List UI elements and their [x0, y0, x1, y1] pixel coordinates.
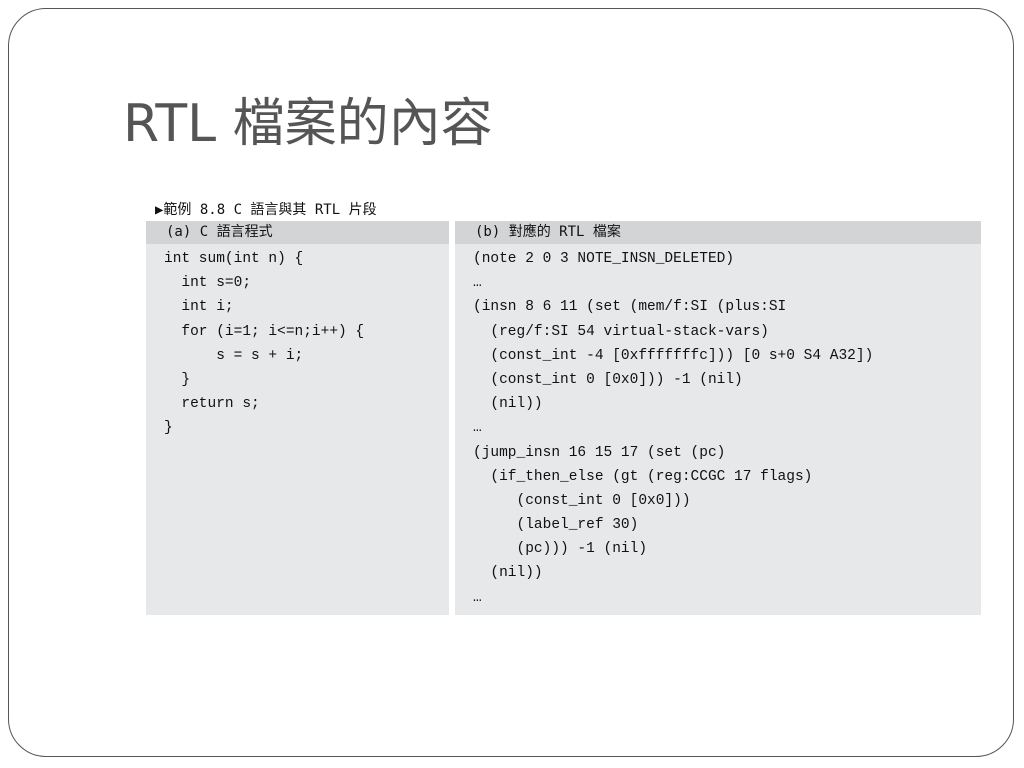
code-line: (nil)) [473, 565, 543, 582]
code-line: (jump_insn 16 15 17 (set (pc) [473, 444, 726, 461]
code-line: … [473, 420, 482, 437]
code-line: … [473, 589, 482, 606]
code-line: (pc))) -1 (nil) [473, 541, 648, 558]
code-line: int s=0; [164, 275, 252, 292]
code-line: } [164, 420, 173, 437]
code-line: int sum(int n) { [164, 251, 304, 267]
code-line: … [473, 275, 482, 292]
c-code-block: int sum(int n) { int s=0; int i; for (i=… [146, 244, 449, 441]
code-line: (const_int -4 [0xfffffffc])) [0 s+0 S4 A… [473, 347, 874, 364]
rtl-code-panel: (b) 對應的 RTL 檔案 (note 2 0 3 NOTE_INSN_DEL… [455, 221, 981, 615]
c-code-panel: (a) C 語言程式 int sum(int n) { int s=0; int… [146, 221, 449, 615]
code-line: return s; [164, 396, 260, 413]
code-line: for (i=1; i<=n;i++) { [164, 323, 365, 340]
code-line: (insn 8 6 11 (set (mem/f:SI (plus:SI [473, 299, 787, 316]
code-line: } [164, 371, 191, 388]
rtl-code-panel-header: (b) 對應的 RTL 檔案 [455, 221, 981, 244]
slide-title: RTL 檔案的內容 [123, 94, 493, 154]
code-line: (label_ref 30) [473, 517, 639, 534]
code-line: (reg/f:SI 54 virtual-stack-vars) [473, 323, 769, 340]
code-line: s = s + i; [164, 347, 304, 364]
c-code-panel-header: (a) C 語言程式 [146, 221, 449, 244]
rtl-code-block: (note 2 0 3 NOTE_INSN_DELETED) … (insn 8 6… [455, 244, 981, 610]
code-line: (const_int 0 [0x0])) -1 (nil) [473, 371, 743, 388]
code-line: (nil)) [473, 396, 543, 413]
example-caption: ▶範例 8.8 C 語言與其 RTL 片段 [155, 202, 377, 218]
code-line: (const_int 0 [0x0])) [473, 492, 691, 509]
code-line: (note 2 0 3 NOTE_INSN_DELETED) [473, 251, 735, 267]
code-line: int i; [164, 299, 234, 316]
code-line: (if_then_else (gt (reg:CCGC 17 flags) [473, 468, 813, 485]
